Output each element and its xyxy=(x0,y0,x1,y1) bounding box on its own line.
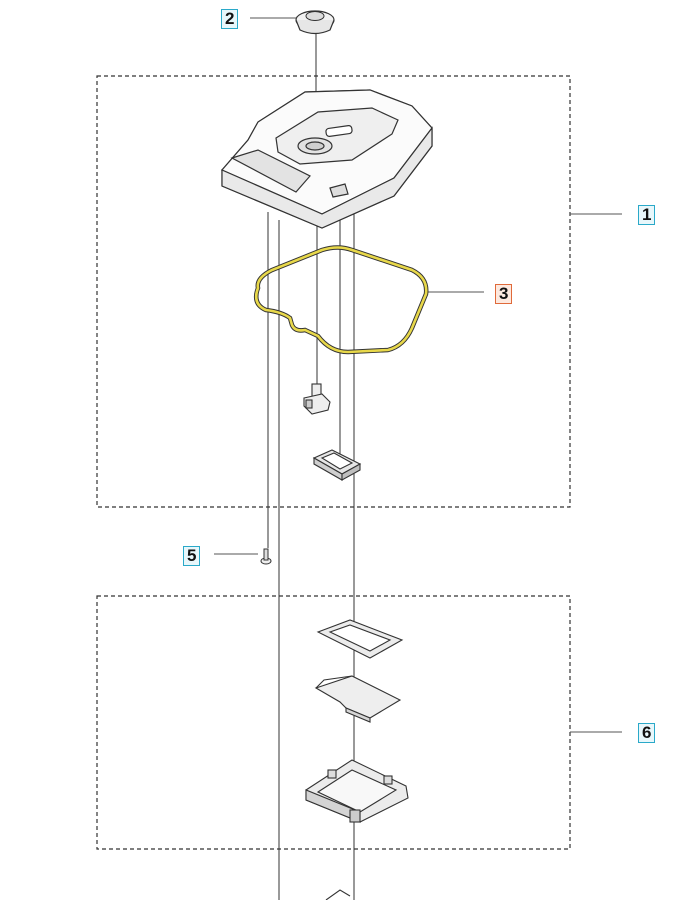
display-base-part xyxy=(305,759,409,823)
callout-1-cover[interactable]: 1 xyxy=(638,205,656,225)
lower-part-edge xyxy=(325,889,351,900)
connector-part xyxy=(312,449,362,481)
screw-part xyxy=(260,548,272,565)
callout-3-gasket[interactable]: 3 xyxy=(495,284,513,304)
gasket-part xyxy=(254,245,429,355)
cover-assembly-group-box xyxy=(96,75,571,508)
display-kit-group-box xyxy=(96,595,571,850)
display-panel-part xyxy=(314,675,402,723)
callout-6-display-kit[interactable]: 6 xyxy=(638,723,656,743)
callout-5-screw[interactable]: 5 xyxy=(183,546,201,566)
knob-part xyxy=(295,10,335,35)
display-frame-part xyxy=(316,619,404,659)
cover-part xyxy=(221,89,433,229)
switch-part xyxy=(303,383,331,415)
callout-2-knob[interactable]: 2 xyxy=(221,9,239,29)
